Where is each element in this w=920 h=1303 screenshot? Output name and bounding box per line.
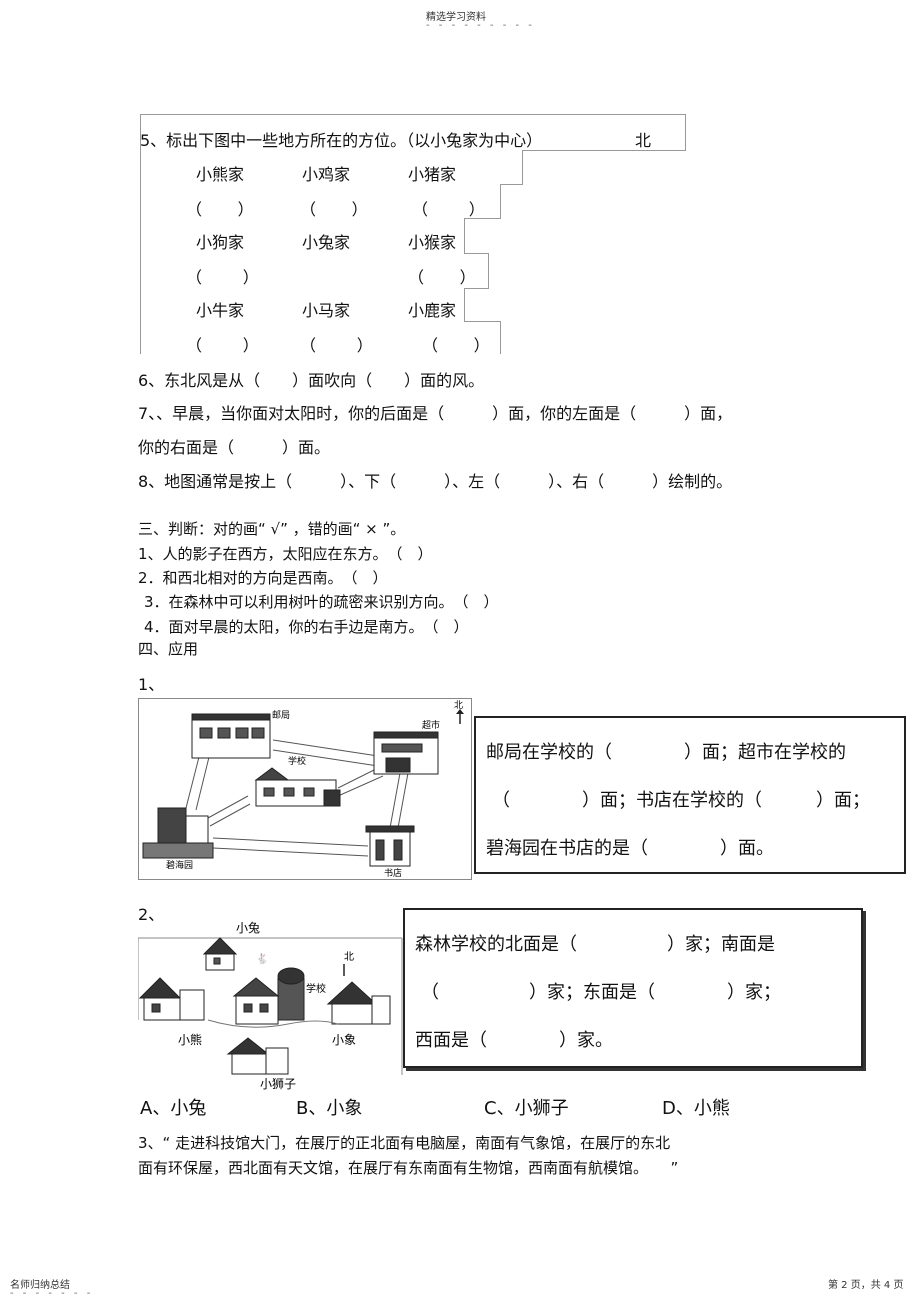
forest-school bbox=[232, 967, 305, 1025]
lion-house bbox=[226, 1037, 289, 1075]
rabbit-figure-icon: 🐇 bbox=[256, 952, 268, 965]
judge-item-1: 1、人的影子在西方，太阳应在东方。 （ ） bbox=[138, 545, 433, 563]
q5-step-9 bbox=[464, 288, 489, 289]
q5-blank-7[interactable]: （ ） bbox=[300, 336, 373, 355]
section3-title: 三、判断：对的画“ √” ，错的画“ × ”。 bbox=[138, 520, 406, 538]
q5-blank-5[interactable]: （ ） bbox=[408, 268, 476, 287]
judge-item-3: 3．在森林中可以利用树叶的疏密来识别方向。 （ ） bbox=[144, 593, 499, 611]
map2-label-bear: 小熊 bbox=[178, 1032, 202, 1047]
q1-box-line1: 邮局在学校的（ ）面；超市在学校的 bbox=[486, 742, 846, 763]
q5-dog-home: 小狗家 bbox=[196, 233, 245, 252]
q5-step-1 bbox=[522, 150, 686, 151]
map2-label-elephant: 小象 bbox=[332, 1033, 356, 1047]
judge-item-2: 2．和西北相对的方向是西南。 （ ） bbox=[138, 569, 388, 587]
map2-label-north: 北 bbox=[344, 951, 354, 963]
map2-label-school: 学校 bbox=[306, 982, 326, 995]
q5-cow-home: 小牛家 bbox=[196, 301, 245, 320]
q5-step-8 bbox=[488, 253, 489, 289]
q5-step-3 bbox=[500, 184, 523, 185]
q5-chicken-home: 小鸡家 bbox=[302, 165, 351, 184]
page-header-dots: - - - - - - - - - bbox=[426, 20, 535, 31]
q5-step-12 bbox=[500, 321, 501, 354]
q5-horse-home: 小马家 bbox=[302, 301, 351, 320]
market-building bbox=[373, 731, 439, 775]
q1-label: 1、 bbox=[138, 675, 165, 694]
q5-monkey-home: 小猴家 bbox=[408, 233, 457, 252]
map2-label-lion: 小狮子 bbox=[260, 1077, 296, 1091]
q5-blank-1[interactable]: （ ） bbox=[186, 200, 254, 219]
map1-label-market: 超市 bbox=[422, 719, 440, 731]
q2-box-line3: 西面是（ ）家。 bbox=[415, 1030, 613, 1051]
q1-box-line3: 碧海园在书店的是（ ）面。 bbox=[486, 838, 774, 859]
q2-box-line2: （ ）家；东面是（ ）家； bbox=[421, 982, 781, 1003]
map1-label-north: 北 bbox=[454, 700, 463, 711]
option-d[interactable]: D、小熊 bbox=[662, 1098, 730, 1119]
q5-blank-8[interactable]: （ ） bbox=[422, 336, 490, 355]
q5-step-4 bbox=[500, 184, 501, 219]
q5-title: 5、标出下图中一些地方所在的方位。（以小兔家为中心） bbox=[140, 131, 543, 150]
q6-text: 6、东北风是从（ ）面吹向（ ）面的风。 bbox=[138, 371, 485, 390]
q5-step-11 bbox=[464, 321, 501, 322]
q5-step-5 bbox=[464, 218, 501, 219]
option-c[interactable]: C、小狮子 bbox=[484, 1098, 569, 1119]
q5-pig-home: 小猪家 bbox=[408, 165, 457, 184]
bear-house bbox=[138, 977, 205, 1021]
q5-blank-2[interactable]: （ ） bbox=[300, 200, 368, 219]
elephant-house bbox=[326, 981, 391, 1025]
map1-figure: 邮局 超市 学校 碧海园 书店 北 bbox=[138, 698, 472, 880]
q5-rabbit-home: 小兔家 bbox=[302, 233, 351, 252]
judge-item-4: 4．面对早晨的太阳，你的右手边是南方。 （ ） bbox=[144, 618, 469, 636]
section4-title: 四、应用 bbox=[138, 640, 199, 658]
q3-line1: 3、“ 走进科技馆大门，在展厅的正北面有电脑屋，南面有气象馆，在展厅的东北 bbox=[138, 1134, 671, 1152]
post-office-building bbox=[191, 713, 271, 759]
q1-box-line2: （ ）面；书店在学校的（ ）面； bbox=[492, 790, 870, 811]
q2-label: 2、 bbox=[138, 905, 165, 924]
q5-blank-3[interactable]: （ ） bbox=[412, 200, 485, 219]
q7-line1: 7、、早晨，当你面对太阳时，你的后面是（ ）面，你的左面是（ ）面， bbox=[138, 404, 733, 423]
page-number: 第 2 页，共 4 页 bbox=[828, 1280, 904, 1291]
option-b[interactable]: B、小象 bbox=[296, 1098, 363, 1119]
q2-box-line1: 森林学校的北面是（ ）家；南面是 bbox=[415, 934, 775, 955]
q5-deer-home: 小鹿家 bbox=[408, 301, 457, 320]
q7-line2: 你的右面是（ ）面。 bbox=[138, 438, 331, 457]
q5-step-10 bbox=[464, 288, 465, 322]
q5-blank-6[interactable]: （ ） bbox=[186, 336, 259, 355]
bookstore-building bbox=[365, 825, 415, 867]
page-header-title: 精选学习资料 bbox=[426, 12, 486, 23]
map2-label-rabbit: 小兔 bbox=[236, 920, 260, 935]
q5-north-label: 北 bbox=[635, 131, 652, 150]
school-building bbox=[254, 767, 341, 807]
q3-line2: 面有环保屋，西北面有天文馆，在展厅有东南面有生物馆，西南面有航模馆。 ” bbox=[138, 1159, 679, 1177]
footer-dots: - - - - - - - bbox=[10, 1288, 94, 1299]
q8-text: 8、地图通常是按上（ ）、下（ ）、左（ ）、右（ ）绘制的。 bbox=[138, 472, 733, 491]
garden-building bbox=[142, 807, 214, 859]
map1-label-post: 邮局 bbox=[272, 709, 290, 721]
q2-answer-box: 森林学校的北面是（ ）家；南面是 （ ）家；东面是（ ）家； 西面是（ ）家。 bbox=[403, 908, 863, 1068]
footer-left: 名师归纳总结 bbox=[10, 1280, 70, 1291]
q5-step-2 bbox=[522, 150, 523, 185]
q5-bear-home: 小熊家 bbox=[196, 165, 245, 184]
q5-left-border bbox=[140, 114, 141, 354]
option-a[interactable]: A、小兔 bbox=[140, 1098, 207, 1119]
q5-blank-4[interactable]: （ ） bbox=[186, 268, 259, 287]
map1-label-garden: 碧海园 bbox=[166, 859, 193, 871]
q5-top-border bbox=[140, 114, 686, 115]
q1-answer-box: 邮局在学校的（ ）面；超市在学校的 （ ）面；书店在学校的（ ）面； 碧海园在书… bbox=[474, 716, 906, 874]
q5-right-border bbox=[685, 114, 686, 151]
map1-label-school: 学校 bbox=[288, 755, 306, 767]
q5-step-6 bbox=[464, 218, 465, 254]
rabbit-house bbox=[202, 937, 238, 971]
map1-label-book: 书店 bbox=[384, 867, 402, 879]
map2-figure: 小兔 🐇 学校 北 小熊 小象 小狮子 bbox=[138, 920, 403, 1091]
q5-step-7 bbox=[464, 253, 489, 254]
